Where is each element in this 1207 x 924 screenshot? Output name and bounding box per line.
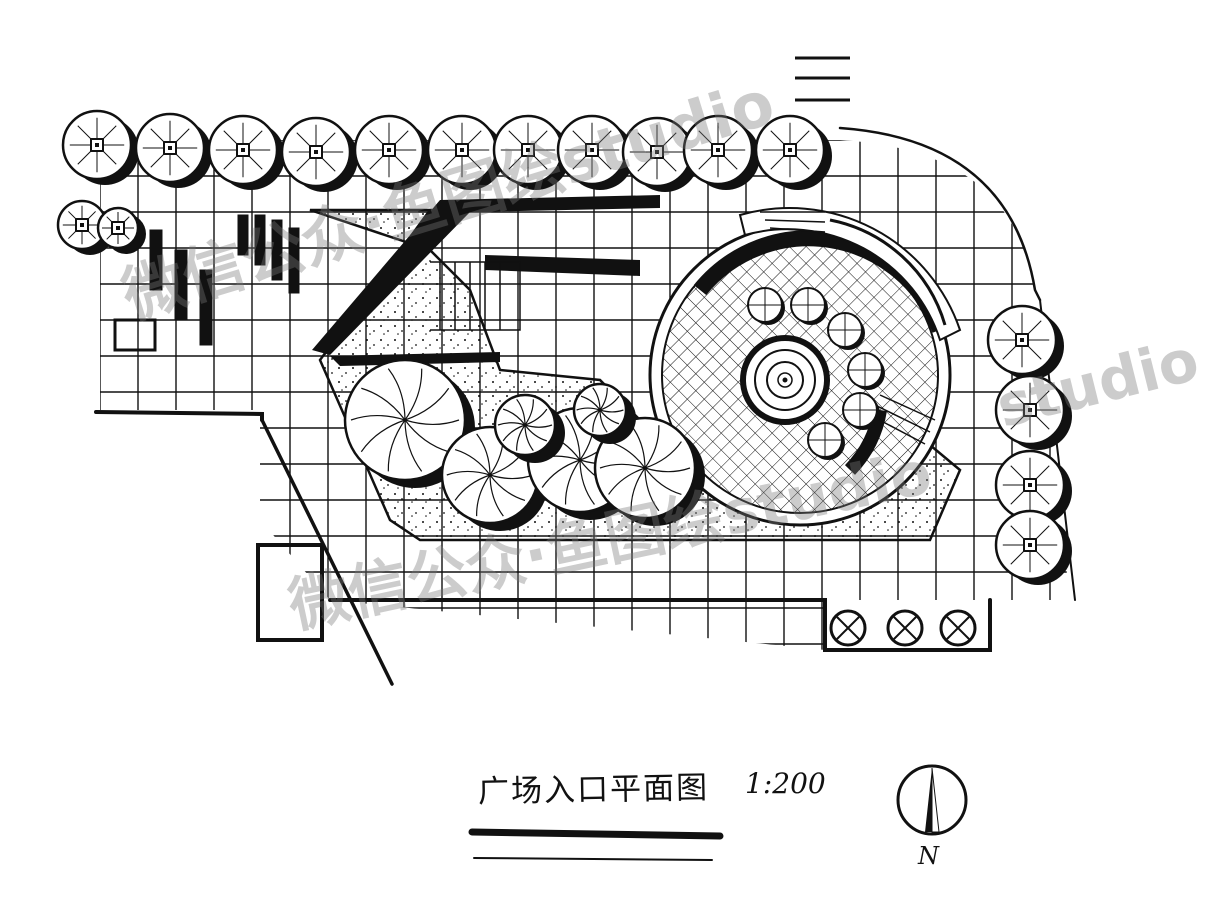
tree-icon: [96, 206, 146, 254]
tree-icon: [280, 116, 358, 192]
left-sculptures: [113, 214, 300, 352]
tree-icon: [134, 112, 212, 188]
north-arrow-icon: [896, 764, 968, 836]
crossed-shrub-icon: [886, 609, 924, 647]
plaza-shrub-icon: [827, 312, 865, 350]
plaza-shrub-icon: [790, 287, 828, 325]
tree-icon: [61, 109, 139, 185]
trees-layer: [56, 109, 1072, 585]
tree-icon: [754, 114, 832, 190]
curved-bench: [760, 211, 936, 445]
crossed-shrub-icon: [829, 609, 867, 647]
feature-walls: [312, 195, 660, 366]
plaza-shrub-icon: [842, 392, 880, 430]
drawing-title: 广场入口平面图: [477, 769, 710, 811]
tree-icon: [426, 114, 504, 190]
canopy-trees: [343, 358, 705, 531]
canopy-tree-icon: [572, 382, 636, 444]
plaza-shrubs: [747, 287, 885, 460]
bottom-shrubs: [829, 609, 977, 647]
tree-icon: [556, 114, 634, 190]
plaza-shrub-icon: [747, 287, 785, 325]
canopy-tree-icon: [493, 393, 565, 463]
fountain: [740, 335, 830, 425]
title-underlines: [468, 828, 724, 861]
stair-block: [430, 261, 521, 331]
entry-steps: [795, 56, 850, 102]
tree-icon: [353, 114, 431, 190]
tree-icon: [994, 509, 1072, 585]
tree-icon: [682, 114, 760, 190]
tree-icon: [994, 374, 1072, 450]
crossed-shrub-icon: [939, 609, 977, 647]
tree-icon: [492, 114, 570, 190]
tree-icon: [621, 116, 699, 192]
plaza-shrub-icon: [807, 422, 845, 460]
tree-icon: [994, 449, 1072, 525]
drawing-scale: 1:200: [745, 767, 826, 800]
tree-icon: [207, 114, 285, 190]
tree-icon: [986, 304, 1064, 380]
drawing-title-block: 广场入口平面图: [468, 760, 728, 870]
north-label: N: [918, 842, 939, 870]
canopy-tree-icon: [593, 416, 705, 526]
plaza-shrub-icon: [847, 352, 885, 390]
